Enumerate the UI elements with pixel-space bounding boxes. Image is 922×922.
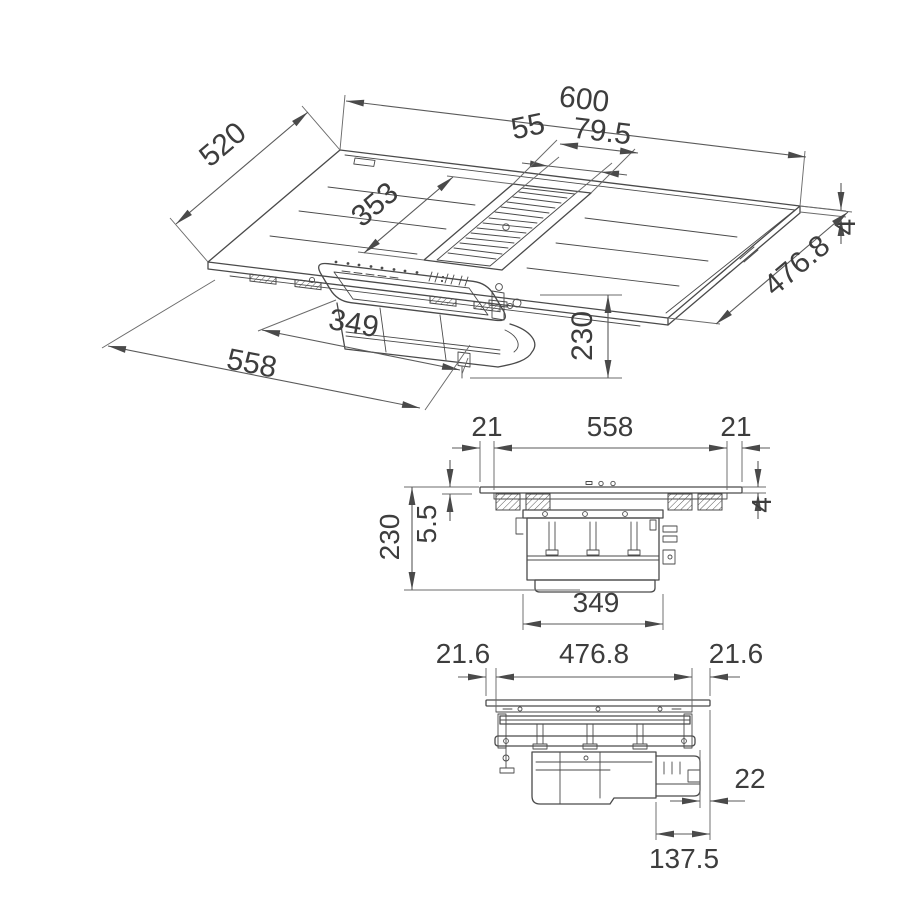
dim-iso-cutout-depth: 476.8	[758, 229, 837, 303]
dim-side-front-overhang: 21.6	[436, 638, 491, 669]
dim-iso-vent-outer: 79.5	[571, 112, 633, 152]
front-dimensions: 21 558 21 230 5.5 4 349	[374, 411, 777, 630]
dim-front-right-overhang: 21	[720, 411, 751, 442]
dim-front-left-overhang: 21	[471, 411, 502, 442]
iso-control-panel	[334, 260, 469, 287]
iso-vent-grille	[423, 183, 592, 271]
side-dimensions: 21.6 476.8 21.6 22 137.5	[436, 638, 766, 874]
dim-iso-plenum-length: 349	[326, 303, 381, 344]
iso-underframe	[229, 246, 759, 327]
dim-side-cutout-depth: 476.8	[559, 638, 629, 669]
dim-side-rear-overhang: 21.6	[709, 638, 764, 669]
dim-front-cutout-width: 558	[587, 411, 634, 442]
brand-badge	[353, 157, 376, 167]
dim-front-plenum-length: 349	[573, 587, 620, 618]
dim-front-surface-clearance: 5.5	[411, 505, 442, 544]
dim-iso-glass-thickness: 4	[829, 219, 862, 236]
dim-front-glass-thickness: 4	[746, 497, 777, 513]
dim-side-motor-depth: 137.5	[649, 843, 719, 874]
dim-iso-depth: 520	[193, 116, 253, 173]
front-body	[479, 480, 743, 593]
dim-iso-vent-length: 353	[345, 176, 405, 233]
dim-iso-installed-depth: 230	[566, 311, 599, 361]
side-body	[485, 699, 711, 805]
dim-iso-cutout-width: 558	[224, 343, 279, 385]
dim-front-installed-depth: 230	[374, 514, 405, 561]
dim-side-duct-offset: 22	[734, 763, 765, 794]
dim-iso-width: 600	[557, 80, 611, 119]
isometric-view: 600 520 55 79.5 353 4	[101, 80, 862, 411]
side-elevation-view: 21.6 476.8 21.6 22 137.5	[436, 638, 766, 874]
front-elevation-view: 21 558 21 230 5.5 4 349	[374, 411, 777, 630]
dim-iso-vent-inner: 55	[508, 107, 548, 146]
